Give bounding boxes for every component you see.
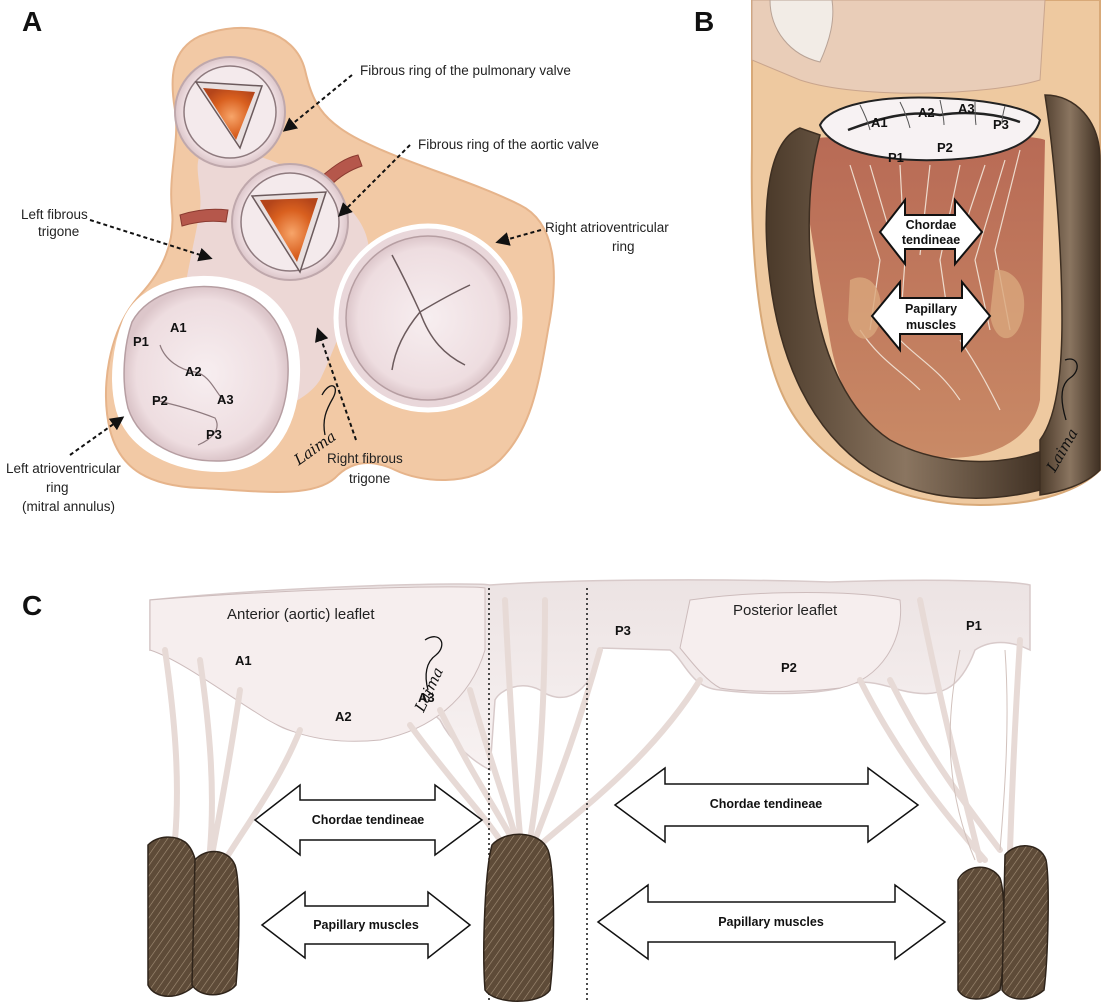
papillary-muscle-right (958, 867, 1004, 999)
segment-c-p2: P2 (781, 660, 797, 675)
label-posterior-leaflet: Posterior leaflet (733, 602, 838, 619)
label-left-av-3: (mitral annulus) (22, 499, 115, 514)
segment-b-a1: A1 (871, 115, 888, 130)
segment-p2: P2 (152, 393, 168, 408)
label-right-av-1: Right atrioventricular (545, 220, 669, 235)
segment-c-p1: P1 (966, 618, 982, 633)
panel-c-letter: C (22, 590, 42, 621)
label-left-av-2: ring (46, 480, 69, 495)
segment-b-p1: P1 (888, 150, 904, 165)
arrow-c-left-papillary-label: Papillary muscles (313, 918, 419, 932)
segment-a3: A3 (217, 392, 234, 407)
label-right-trigone-2: trigone (349, 471, 390, 486)
segment-p1: P1 (133, 334, 149, 349)
panel-a-letter: A (22, 6, 42, 37)
segment-b-p3: P3 (993, 117, 1009, 132)
panel-c: C (22, 580, 1048, 1001)
segment-b-a3: A3 (958, 101, 975, 116)
label-right-av-2: ring (612, 239, 635, 254)
label-anterior-leaflet: Anterior (aortic) leaflet (227, 606, 375, 623)
label-left-av-1: Left atrioventricular (6, 461, 121, 476)
segment-c-a1: A1 (235, 653, 252, 668)
arrow-b-papillary-label-2: muscles (906, 318, 956, 332)
segment-b-p2: P2 (937, 140, 953, 155)
pulmonary-valve-ring (175, 57, 285, 167)
papillary-muscle-center (484, 834, 554, 1001)
papillary-muscle-left (148, 837, 198, 996)
arrow-c-right-chordae-label: Chordae tendineae (710, 797, 823, 811)
label-pulmonary-ring: Fibrous ring of the pulmonary valve (360, 63, 571, 78)
segment-p3: P3 (206, 427, 222, 442)
segment-a1: A1 (170, 320, 187, 335)
arrow-c-left-chordae-label: Chordae tendineae (312, 813, 425, 827)
segment-b-a2: A2 (918, 105, 935, 120)
segment-a2: A2 (185, 364, 202, 379)
papillary-muscle-left-2 (192, 852, 239, 995)
aortic-valve-ring (232, 164, 348, 280)
panel-b-letter: B (694, 6, 714, 37)
segment-c-a2: A2 (335, 709, 352, 724)
papillary-muscle-right-2 (1002, 846, 1048, 999)
arrow-b-chordae-label-2: tendineae (902, 233, 960, 247)
label-right-trigone-1: Right fibrous (327, 451, 403, 466)
label-left-trigone-2: trigone (38, 224, 79, 239)
tricuspid-ring (336, 226, 520, 410)
panel-b: B A1 A2 A3 P3 P1 P2 (694, 0, 1100, 505)
arrow-c-right-papillary-label: Papillary muscles (718, 915, 824, 929)
label-aortic-ring: Fibrous ring of the aortic valve (418, 137, 599, 152)
label-left-trigone-1: Left fibrous (21, 207, 88, 222)
panel-a: A (6, 6, 669, 514)
arrow-b-papillary-label-1: Papillary (905, 302, 957, 316)
arrow-b-chordae-label-1: Chordae (906, 218, 957, 232)
segment-c-p3: P3 (615, 623, 631, 638)
